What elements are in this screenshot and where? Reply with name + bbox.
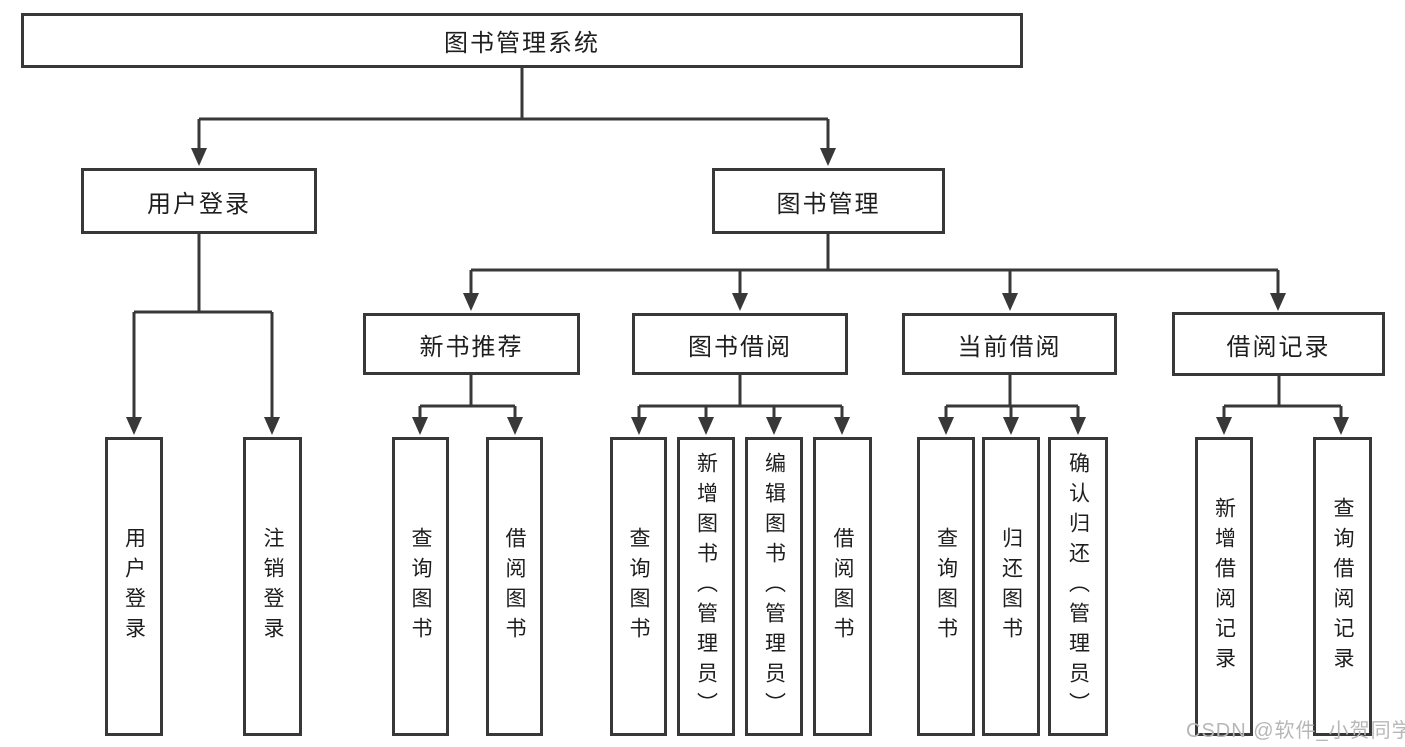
arrowhead [631, 417, 647, 435]
arrowhead [1216, 417, 1232, 435]
node-book-management: 图书管理 [712, 168, 945, 234]
arrowhead [264, 417, 280, 435]
node-label: 借阅记录 [1226, 333, 1331, 361]
arrowhead [1002, 293, 1018, 311]
edge-borrowing-records-split [1216, 376, 1349, 435]
leaf-current-query-books: 查询图书 [917, 437, 975, 736]
leaf-recommend-borrow-books: 借阅图书 [486, 437, 543, 736]
leaf-recommend-query-books: 查询图书 [392, 437, 449, 736]
leaf-label: 归还图书 [999, 526, 1023, 647]
node-label: 图书借阅 [688, 333, 792, 361]
node-user-login: 用户登录 [81, 168, 317, 234]
leaf-label: 确认归还（管理员） [1066, 451, 1090, 722]
leaf-borrowing-query-books: 查询图书 [610, 437, 667, 736]
arrowhead [126, 417, 142, 435]
node-label: 图书管理系统 [444, 30, 600, 57]
leaf-logout: 注销登录 [243, 437, 302, 736]
node-label: 当前借阅 [957, 333, 1062, 361]
leaf-label: 查询图书 [627, 526, 651, 647]
arrowhead [507, 417, 523, 435]
arrowhead [698, 417, 714, 435]
arrowhead [412, 417, 428, 435]
leaf-confirm-return-admin: 确认归还（管理员） [1048, 437, 1108, 736]
leaf-label: 查询借阅记录 [1331, 496, 1355, 677]
edge-current-borrowing-split [938, 375, 1086, 435]
node-new-book-recommendation: 新书推荐 [363, 313, 580, 375]
edge-root-split [191, 68, 836, 166]
leaf-return-books: 归还图书 [982, 437, 1040, 736]
node-borrowing-records: 借阅记录 [1172, 312, 1385, 376]
arrowhead [1070, 417, 1086, 435]
node-label: 用户登录 [147, 190, 251, 218]
leaf-query-borrow-record: 查询借阅记录 [1313, 437, 1372, 736]
leaf-label: 新增图书（管理员） [694, 451, 718, 722]
leaf-label: 用户登录 [122, 526, 146, 647]
node-label: 新书推荐 [419, 333, 524, 361]
arrowhead [820, 148, 836, 166]
edge-user-login-split [126, 234, 280, 435]
arrowhead [938, 417, 954, 435]
leaf-user-login: 用户登录 [105, 437, 163, 736]
arrowhead [463, 293, 479, 311]
node-current-borrowing: 当前借阅 [902, 313, 1117, 375]
arrowhead [766, 417, 782, 435]
leaf-label: 注销登录 [261, 526, 285, 647]
arrowhead [732, 293, 748, 311]
node-book-borrowing: 图书借阅 [632, 313, 848, 375]
leaf-label: 编辑图书（管理员） [762, 451, 786, 722]
arrowhead [1270, 293, 1286, 311]
arrowhead [191, 148, 207, 166]
leaf-label: 借阅图书 [831, 526, 855, 647]
leaf-label: 新增借阅记录 [1212, 496, 1236, 677]
node-label: 图书管理 [776, 190, 881, 218]
leaf-edit-books-admin: 编辑图书（管理员） [745, 437, 803, 736]
edge-book-management-split [463, 234, 1286, 311]
edge-new-book-recommendation-split [412, 375, 523, 435]
leaf-borrowing-borrow-books: 借阅图书 [813, 437, 872, 736]
edge-book-borrowing-split [631, 375, 850, 435]
leaf-label: 查询图书 [409, 526, 433, 647]
node-library-management-system: 图书管理系统 [21, 13, 1023, 68]
leaf-label: 查询图书 [934, 526, 958, 647]
arrowhead [1333, 417, 1349, 435]
csdn-watermark: CSDN @软件_小贺同学 [1186, 720, 1405, 742]
arrowhead [1003, 417, 1019, 435]
arrowhead [834, 417, 850, 435]
leaf-add-books-admin: 新增图书（管理员） [677, 437, 735, 736]
leaf-add-borrow-record: 新增借阅记录 [1195, 437, 1253, 736]
leaf-label: 借阅图书 [503, 526, 527, 647]
